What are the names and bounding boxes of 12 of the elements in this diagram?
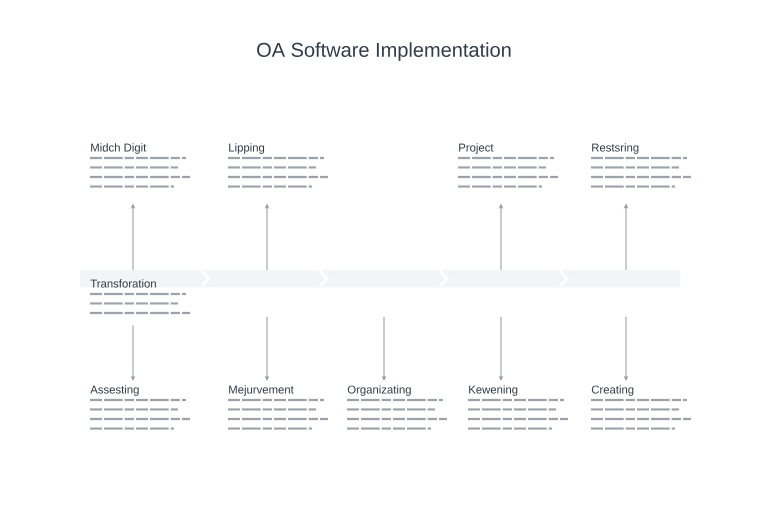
step-heading: Midch Digit (91, 143, 146, 154)
step-heading: Lipping (229, 143, 264, 154)
step-heading: Project (459, 143, 494, 154)
title: OA Software Implementation (257, 42, 511, 61)
step-heading: Mejurvement (229, 385, 294, 396)
step-heading: Organizating (348, 385, 411, 396)
step-heading: Restsring (592, 143, 638, 154)
process-band (80, 270, 680, 288)
step-heading: Kewening (469, 385, 518, 396)
step-heading: Assesting (90, 385, 139, 396)
step-heading: Creating (592, 385, 634, 396)
step-heading: Transforation (90, 279, 156, 288)
